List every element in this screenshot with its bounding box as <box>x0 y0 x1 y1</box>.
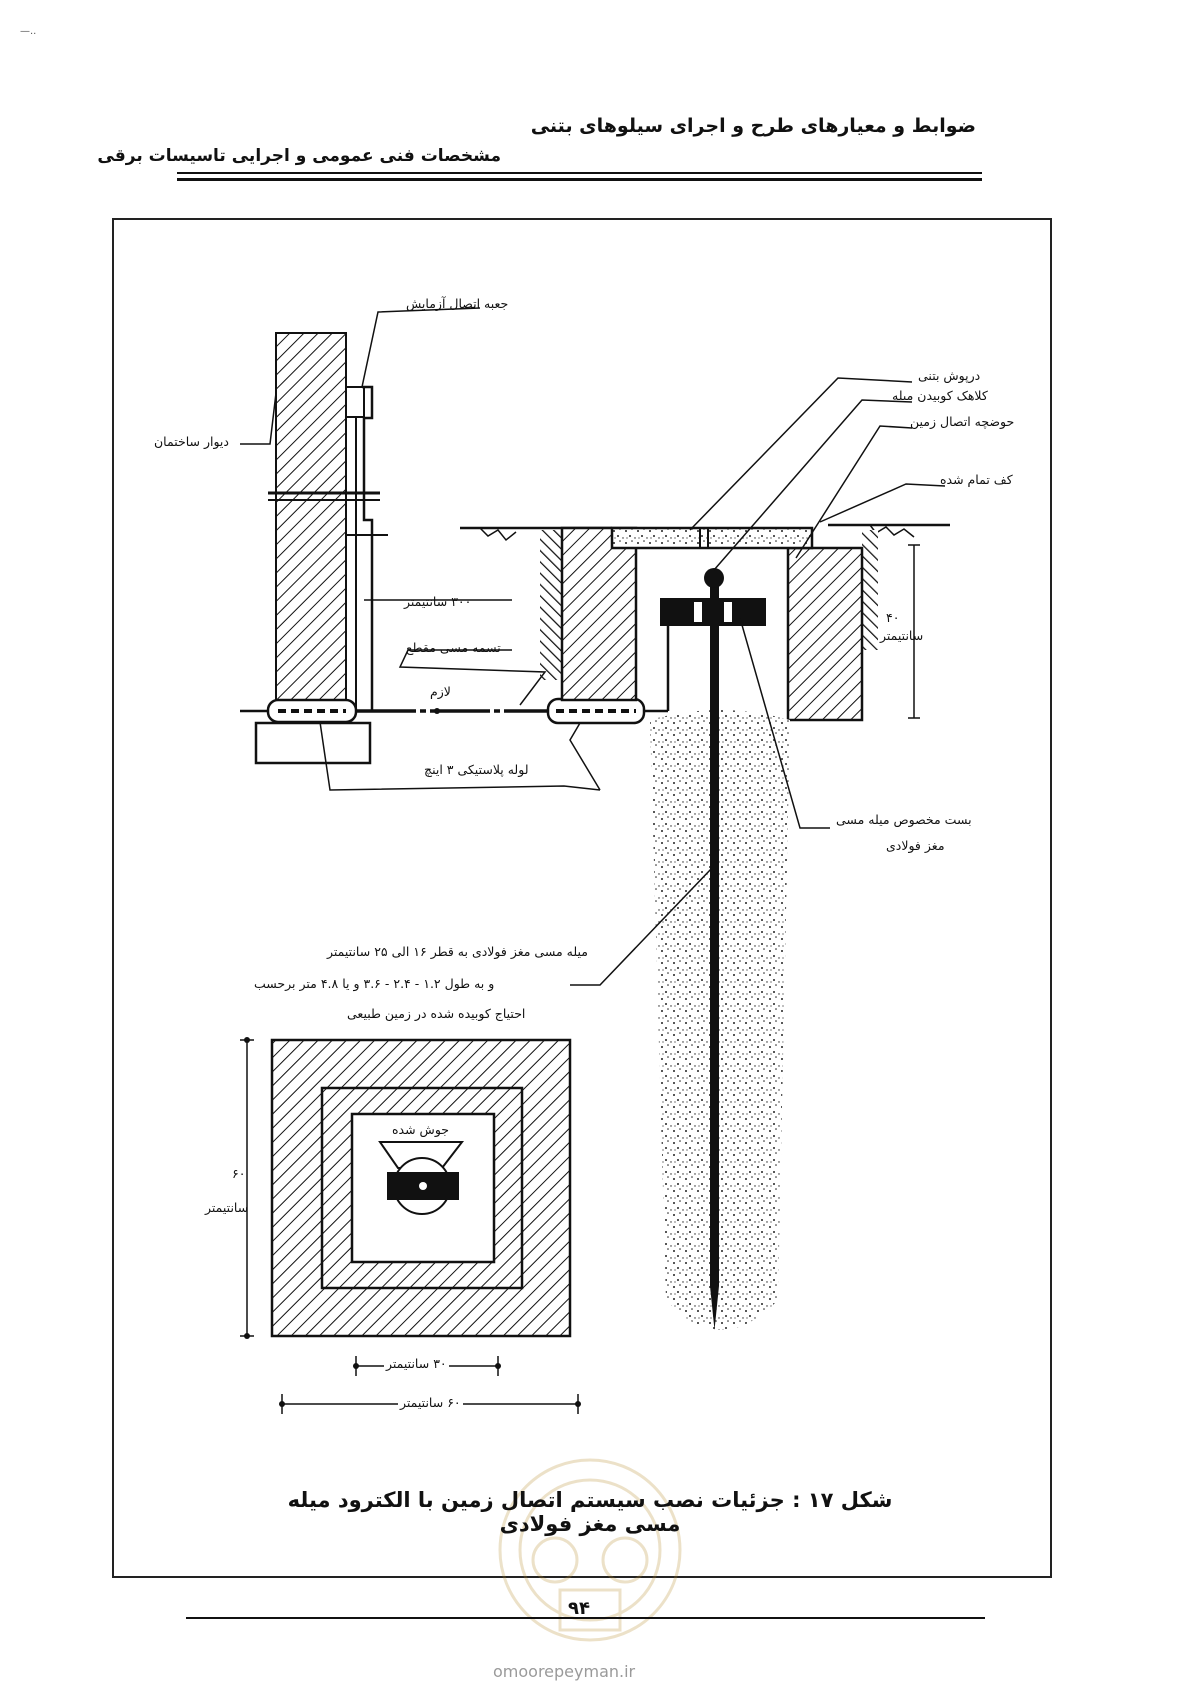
figure-caption: شکل ۱۷ : جزئیات نصب سیستم اتصال زمین با … <box>287 1488 893 1536</box>
label-finished-floor: کف تمام شده <box>940 472 1013 487</box>
footer-url: omoorepeyman.ir <box>493 1662 636 1681</box>
label-concrete-lid: درپوش بتنی <box>918 368 981 383</box>
page-number: ۹۴ <box>568 1598 590 1619</box>
label-rod-line2: و به طول ۱.۲ - ۲.۴ - ۳.۶ و یا ۴.۸ متر بر… <box>254 976 495 991</box>
soil-right <box>862 530 878 650</box>
label-depth-value: ۴۰ <box>886 610 900 625</box>
label-plan-height-value: ۶۰ <box>232 1166 246 1181</box>
label-depth-unit: سانتیمتر <box>880 628 924 643</box>
concrete-lid <box>610 526 814 550</box>
ground-rod <box>710 586 719 1286</box>
label-required: لازم <box>430 684 451 699</box>
label-plan-height-unit: سانتیمتر <box>205 1200 249 1215</box>
rod-clamp <box>660 598 766 626</box>
pit-wall-right <box>786 546 864 722</box>
corner-mark: —.. <box>20 26 37 37</box>
copper-strip <box>362 385 374 712</box>
header-title: ضوابط و معیارهای طرح و اجرای سیلوهای بتن… <box>530 115 976 137</box>
wall-footing <box>254 721 372 765</box>
label-driving-cap: کلاهک کوبیدن میله <box>892 388 988 403</box>
label-test-box: جعبه اتصال آزمایش <box>406 296 509 311</box>
label-dist-300: ۳۰۰ سانتیمتر <box>404 594 472 609</box>
label-plan-width-60: ۶۰ سانتیمتر <box>398 1395 463 1410</box>
header-rule-bottom <box>177 178 982 181</box>
test-box <box>345 386 365 418</box>
natural-soil <box>650 710 790 1330</box>
soil-left <box>540 530 562 680</box>
label-rod-line3: احتیاج کوبیده شده در زمین طبیعی <box>347 1006 526 1021</box>
label-plastic-pipe: لوله پلاستیکی ۳ اینچ <box>424 762 529 777</box>
driving-cap <box>704 568 724 588</box>
label-plan-width-30: ۳۰ سانتیمتر <box>384 1356 449 1371</box>
label-copper-strip: تسمه مسی مقطع <box>406 640 501 655</box>
pit-wall-left <box>560 526 638 702</box>
label-building-wall: دیوار ساختمان <box>154 434 229 449</box>
building-wall <box>275 332 347 719</box>
label-clamp-line1: بست مخصوص میله مسی <box>836 812 972 827</box>
label-rod-line1: میله مسی مغز فولادی به قطر ۱۶ الی ۲۵ سان… <box>327 944 588 959</box>
label-clamp-line2: مغز فولادی <box>886 838 945 853</box>
header-rule-top <box>177 172 982 174</box>
figure-frame <box>112 218 1052 1578</box>
header-subtitle: مشخصات فنی عمومی و اجرایی تاسیسات برقی <box>97 146 501 166</box>
label-ground-pit: حوضچه اتصال زمین <box>910 414 1015 429</box>
label-welded: جوش شده <box>392 1122 450 1137</box>
watermark-seal <box>498 1458 682 1642</box>
